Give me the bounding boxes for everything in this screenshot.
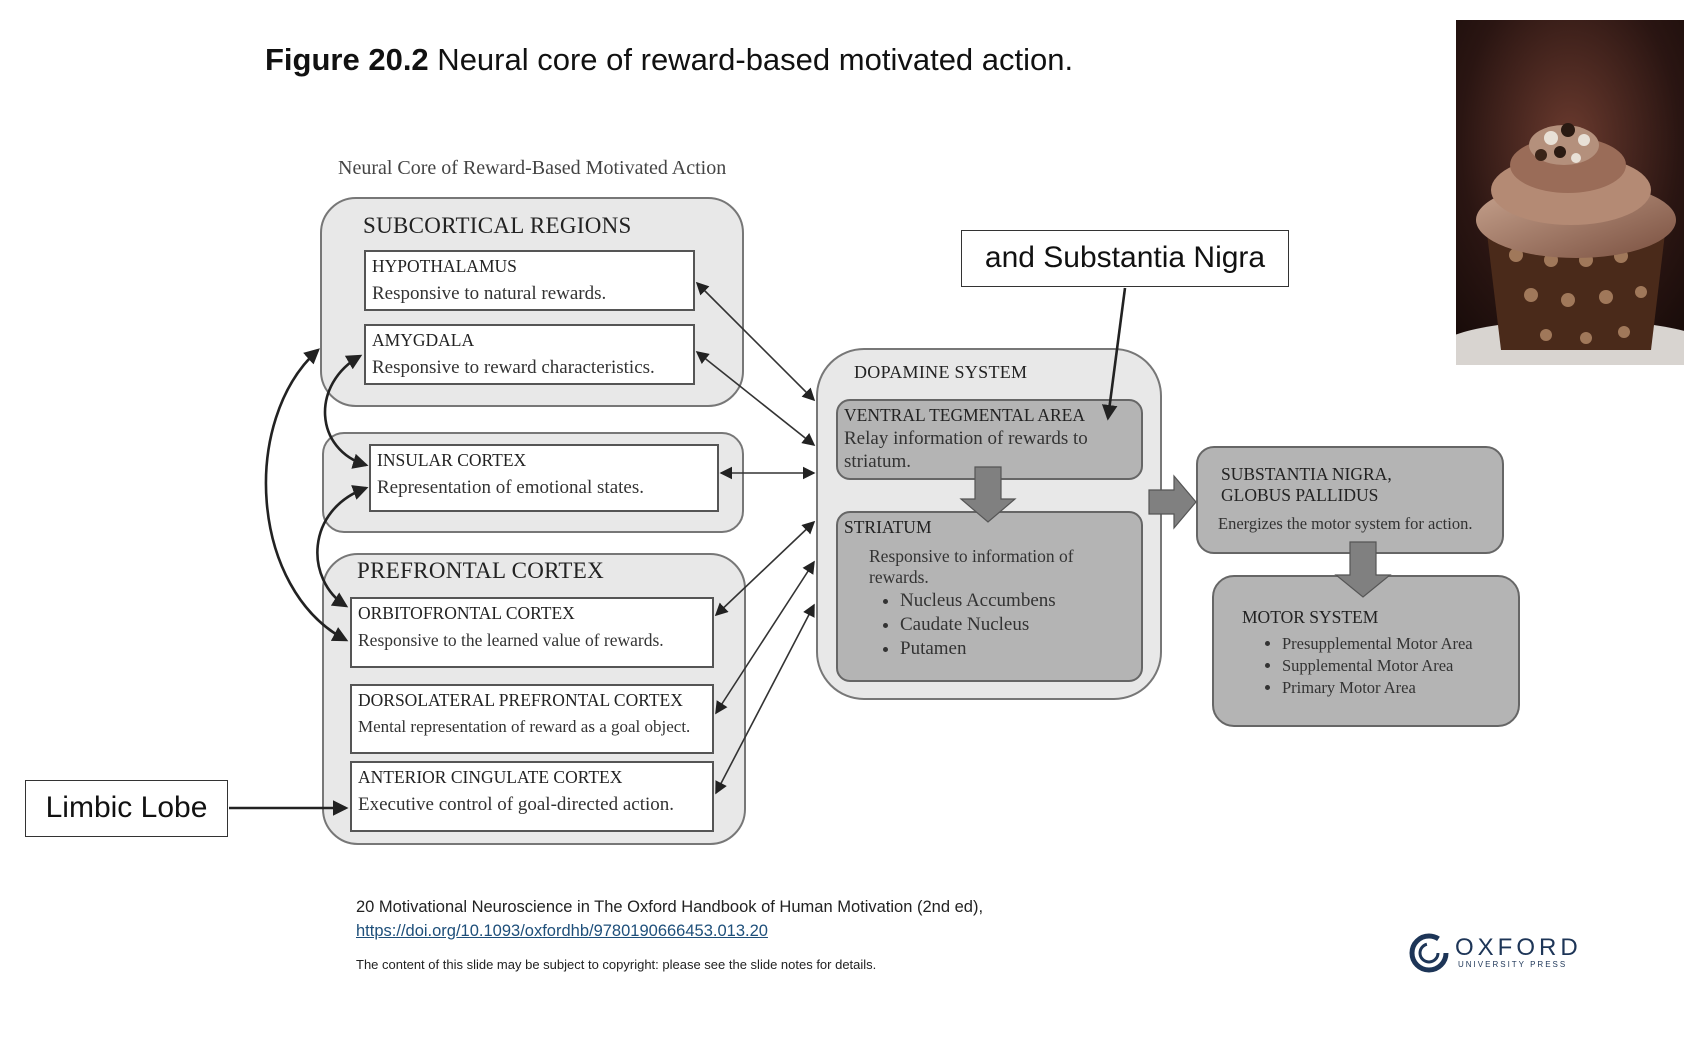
cupcake-photo — [1456, 20, 1684, 365]
insular-desc: Representation of emotional states. — [377, 477, 644, 498]
subcortical-title: SUBCORTICAL REGIONS — [363, 213, 632, 238]
orbitofrontal-box: ORBITOFRONTAL CORTEX Responsive to the l… — [350, 597, 714, 668]
prefrontal-title: PREFRONTAL CORTEX — [357, 558, 605, 583]
list-item: Caudate Nucleus — [900, 614, 1135, 636]
hypothalamus-desc: Responsive to natural rewards. — [372, 283, 607, 304]
dorsolateral-head: DORSOLATERAL PREFRONTAL CORTEX — [358, 690, 683, 710]
copyright-notice: The content of this slide may be subject… — [356, 957, 877, 972]
slide-title: Figure 20.2 Neural core of reward-based … — [265, 42, 1073, 78]
amygdala-box: AMYGDALA Responsive to reward characteri… — [364, 324, 695, 385]
arrow-amygdala-insular — [323, 354, 369, 469]
substantia-head-2: GLOBUS PALLIDUS — [1221, 485, 1379, 505]
insular-box: INSULAR CORTEX Representation of emotion… — [369, 444, 719, 512]
orbitofrontal-desc: Responsive to the learned value of rewar… — [358, 630, 664, 650]
dorsolateral-desc: Mental representation of reward as a goa… — [358, 717, 691, 736]
logo-subtitle: UNIVERSITY PRESS — [1458, 960, 1568, 969]
block-arrow-substantia-motor — [1334, 541, 1392, 598]
arrow-cingulate-dopamine — [715, 603, 815, 795]
motor-list: Presupplemental Motor Area Supplemental … — [1262, 634, 1508, 698]
figure-caption: Neural core of reward-based motivated ac… — [428, 42, 1074, 77]
anterior-cingulate-box: ANTERIOR CINGULATE CORTEX Executive cont… — [350, 761, 714, 832]
vta-head: VENTRAL TEGMENTAL AREA — [844, 405, 1085, 425]
striatum-desc: Responsive to information of rewards. — [869, 546, 1074, 587]
arrow-hypothalamus-dopamine — [695, 281, 816, 402]
limbic-lobe-callout: Limbic Lobe — [25, 780, 228, 837]
motor-box: MOTOR SYSTEM Presupplemental Motor Area … — [1212, 575, 1520, 727]
footer-citation: 20 Motivational Neuroscience in The Oxfo… — [356, 896, 983, 944]
list-item: Supplemental Motor Area — [1282, 656, 1508, 676]
oxford-logo-icon — [1408, 932, 1450, 979]
dorsolateral-box: DORSOLATERAL PREFRONTAL CORTEX Mental re… — [350, 684, 714, 754]
dopamine-title: DOPAMINE SYSTEM — [854, 362, 1028, 382]
anterior-cingulate-head: ANTERIOR CINGULATE CORTEX — [358, 767, 623, 787]
figure-label: Figure 20.2 — [265, 42, 429, 77]
arrow-insular-orbitofrontal — [316, 485, 369, 608]
insular-head: INSULAR CORTEX — [377, 450, 527, 470]
anterior-cingulate-desc: Executive control of goal-directed actio… — [358, 794, 675, 815]
substantia-box: SUBSTANTIA NIGRA, GLOBUS PALLIDUS Energi… — [1196, 446, 1504, 554]
list-item: Nucleus Accumbens — [900, 590, 1135, 612]
amygdala-desc: Responsive to reward characteristics. — [372, 357, 655, 378]
arrow-dorsolateral-dopamine — [715, 560, 815, 715]
vta-box: VENTRAL TEGMENTAL AREA Relay information… — [836, 399, 1143, 480]
orbitofrontal-head: ORBITOFRONTAL CORTEX — [358, 603, 575, 623]
amygdala-head: AMYGDALA — [372, 330, 475, 350]
diagram-title: Neural Core of Reward-Based Motivated Ac… — [338, 157, 727, 179]
striatum-head: STRIATUM — [844, 517, 932, 537]
motor-head: MOTOR SYSTEM — [1242, 607, 1379, 627]
vta-desc: Relay information of rewards to striatum… — [844, 428, 1088, 472]
substantia-desc: Energizes the motor system for action. — [1218, 514, 1473, 533]
arrow-substantia-nigra-callout — [1101, 287, 1127, 421]
substantia-nigra-callout: and Substantia Nigra — [961, 230, 1289, 287]
striatum-box: STRIATUM Responsive to information of re… — [836, 511, 1143, 682]
citation-text: 20 Motivational Neuroscience in The Oxfo… — [356, 898, 984, 916]
arrow-subcortical-prefrontal — [264, 348, 349, 642]
doi-link[interactable]: https://doi.org/10.1093/oxfordhb/9780190… — [356, 921, 768, 940]
block-arrow-dopamine-substantia — [1148, 474, 1197, 530]
arrow-orbitofrontal-dopamine — [714, 520, 816, 617]
list-item: Presupplemental Motor Area — [1282, 634, 1508, 654]
arrow-amygdala-dopamine — [695, 351, 816, 446]
striatum-list: Nucleus Accumbens Caudate Nucleus Putame… — [874, 590, 1135, 660]
block-arrow-vta-striatum — [959, 466, 1017, 523]
substantia-head-1: SUBSTANTIA NIGRA, — [1221, 464, 1392, 484]
logo-name: OXFORD — [1455, 934, 1582, 961]
list-item: Primary Motor Area — [1282, 678, 1508, 698]
hypothalamus-box: HYPOTHALAMUS Responsive to natural rewar… — [364, 250, 695, 311]
hypothalamus-head: HYPOTHALAMUS — [372, 256, 517, 276]
list-item: Putamen — [900, 638, 1135, 660]
